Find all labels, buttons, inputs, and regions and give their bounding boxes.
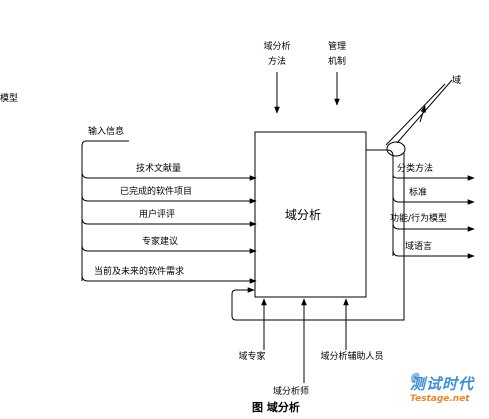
- watermark-logo-icon: [411, 372, 420, 383]
- input-group-label: 输入信息: [88, 127, 125, 137]
- control-label-method-line1: 域分析: [263, 42, 291, 52]
- output-label-1: 分类方法: [397, 164, 434, 174]
- mechanism-label-expert: 域专家: [238, 352, 266, 362]
- output-label-4: 域语言: [405, 242, 433, 252]
- output-arrow-4: [392, 249, 475, 259]
- feedback-loop: [231, 153, 405, 321]
- mechanism-label-analyst: 域分析师: [272, 387, 310, 397]
- figure-caption: 图 域分析: [252, 401, 300, 414]
- input-arrow-3: [81, 217, 257, 227]
- input-label-2: 已完成的软件项目: [120, 187, 193, 197]
- output-arrow-2: [392, 195, 475, 205]
- feedback-ellipse: [386, 141, 406, 157]
- input-arrow-1: [81, 171, 257, 181]
- feedback-arrow: [419, 105, 426, 123]
- process-box-label: 域分析: [285, 208, 322, 222]
- output-arrow-1: [366, 149, 475, 181]
- control-label-management-line1: 管理: [327, 42, 347, 52]
- input-label-3: 用户评评: [139, 210, 176, 220]
- clipped-left-label: 模型: [0, 94, 19, 104]
- input-arrow-4: [81, 244, 257, 254]
- feedback-diagonal-1: [385, 83, 446, 146]
- feedback-diagonal-2: [396, 79, 453, 144]
- input-label-4: 专家建议: [142, 237, 179, 247]
- process-box: [254, 131, 367, 298]
- input-arrow-5: [81, 274, 257, 284]
- control-label-method-line2: 方法: [267, 57, 287, 67]
- output-label-3: 功能/行为模型: [390, 214, 448, 224]
- output-label-2: 标准: [409, 188, 428, 198]
- feedback-label: 域: [452, 76, 462, 86]
- watermark-url: Testage.net: [410, 394, 470, 404]
- input-label-5: 当前及未来的软件需求: [94, 267, 185, 277]
- mechanism-label-assistant: 域分析辅助人员: [320, 352, 384, 362]
- input-arrow-2: [81, 194, 257, 204]
- control-label-management-line2: 机制: [327, 57, 347, 67]
- watermark-text: 测试时代: [410, 375, 475, 393]
- input-label-1: 技术文献量: [136, 164, 182, 174]
- input-bus: [81, 140, 129, 281]
- output-arrow-3: [392, 222, 475, 232]
